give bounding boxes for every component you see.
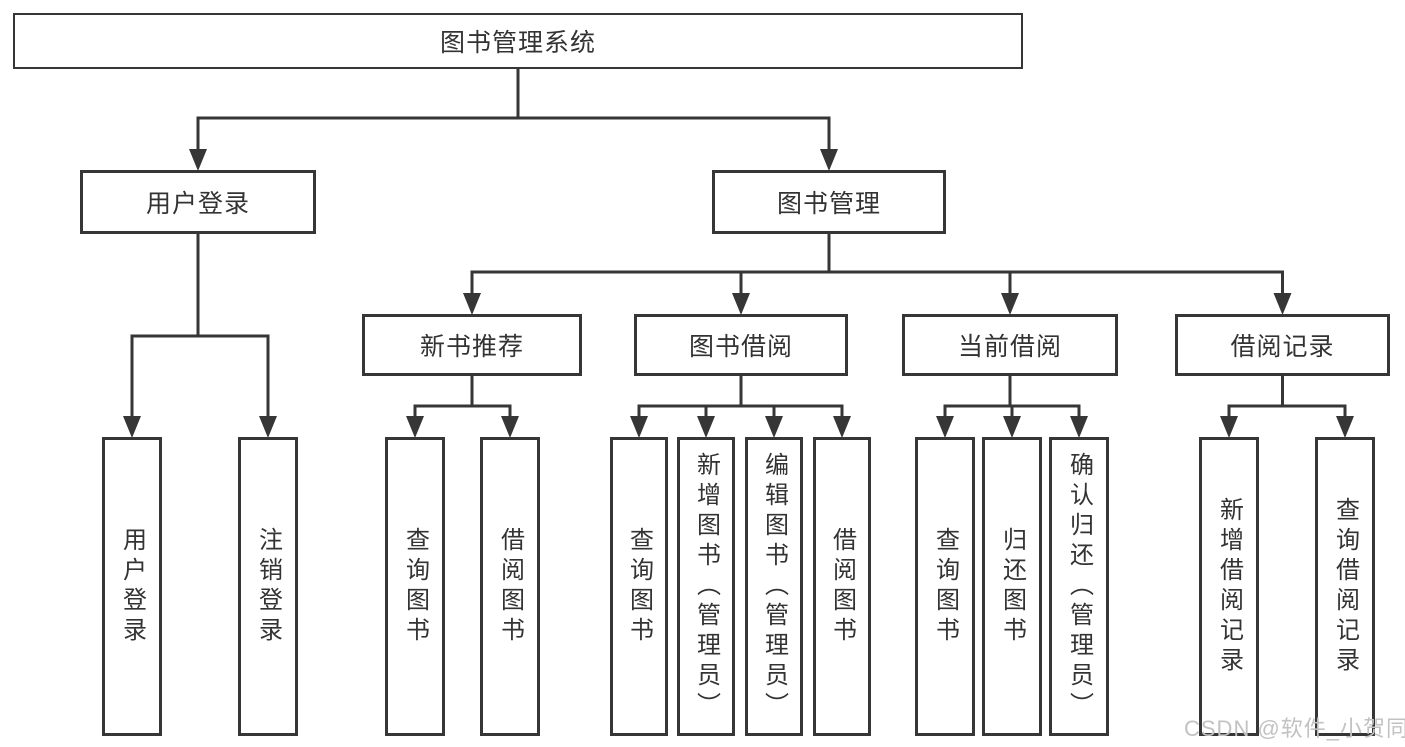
arrowhead-leaf-user-login <box>123 416 141 438</box>
node-leaf-edit-book: 编辑图书（管理员） <box>745 437 803 736</box>
arrowhead-leaf-confirm-return <box>1070 416 1088 438</box>
node-user-login: 用户登录 <box>80 170 316 234</box>
node-label-leaf-add-book: 新增图书（管理员） <box>692 451 720 722</box>
arrowhead-new-book-rec <box>463 293 481 315</box>
node-label-leaf-query-record: 查询借阅记录 <box>1331 496 1359 677</box>
node-label-current-borrow: 当前借阅 <box>957 333 1062 361</box>
node-label-leaf-confirm-return: 确认归还（管理员） <box>1065 451 1093 722</box>
node-label-user-login: 用户登录 <box>145 190 250 218</box>
arrowhead-leaf-add-book <box>697 416 715 438</box>
node-borrow-records: 借阅记录 <box>1175 314 1390 376</box>
node-leaf-add-record: 新增借阅记录 <box>1199 437 1259 736</box>
node-label-book-mgmt: 图书管理 <box>776 190 881 218</box>
node-current-borrow: 当前借阅 <box>902 314 1118 376</box>
node-label-root: 图书管理系统 <box>439 29 596 57</box>
arrowhead-leaf-query-book-3 <box>936 416 954 438</box>
node-book-borrow: 图书借阅 <box>634 314 848 376</box>
arrowhead-borrow-records <box>1273 293 1292 315</box>
node-label-borrow-records: 借阅记录 <box>1230 333 1335 361</box>
arrowhead-leaf-query-book-1 <box>406 416 424 438</box>
node-leaf-logout: 注销登录 <box>238 437 298 736</box>
node-label-leaf-borrow-book-2: 借阅图书 <box>828 526 856 647</box>
arrowhead-leaf-query-book-2 <box>630 416 648 438</box>
node-root: 图书管理系统 <box>13 13 1023 69</box>
node-book-mgmt: 图书管理 <box>712 170 946 234</box>
node-label-leaf-logout: 注销登录 <box>254 526 282 647</box>
arrowhead-leaf-add-record <box>1220 416 1238 438</box>
arrowhead-leaf-borrow-book-1 <box>501 416 519 438</box>
arrowhead-leaf-logout <box>259 416 277 438</box>
node-label-leaf-borrow-book-1: 借阅图书 <box>496 526 524 647</box>
node-label-leaf-query-book-1: 查询图书 <box>401 526 429 647</box>
node-label-leaf-return-book: 归还图书 <box>998 526 1026 647</box>
node-leaf-query-book-2: 查询图书 <box>610 437 668 736</box>
arrowhead-current-borrow <box>1001 293 1019 315</box>
arrowhead-book-borrow <box>732 293 750 315</box>
arrowhead-book-mgmt <box>820 149 838 171</box>
watermark: CSDN @软件_小贺同学 <box>1184 716 1405 741</box>
node-label-leaf-edit-book: 编辑图书（管理员） <box>760 451 788 722</box>
node-label-leaf-user-login: 用户登录 <box>118 526 146 647</box>
node-label-new-book-rec: 新书推荐 <box>419 333 524 361</box>
arrowhead-leaf-edit-book <box>765 416 783 438</box>
node-label-leaf-query-book-3: 查询图书 <box>931 526 959 647</box>
node-label-book-borrow: 图书借阅 <box>688 333 793 361</box>
node-new-book-rec: 新书推荐 <box>362 314 582 376</box>
node-leaf-user-login: 用户登录 <box>102 437 162 736</box>
node-leaf-borrow-book-1: 借阅图书 <box>480 437 540 736</box>
arrowhead-user-login <box>189 149 207 171</box>
node-leaf-query-book-1: 查询图书 <box>385 437 445 736</box>
node-leaf-add-book: 新增图书（管理员） <box>677 437 735 736</box>
node-label-leaf-add-record: 新增借阅记录 <box>1215 496 1243 677</box>
arrowhead-leaf-query-record <box>1336 416 1354 438</box>
node-leaf-borrow-book-2: 借阅图书 <box>813 437 871 736</box>
arrowhead-leaf-borrow-book-2 <box>833 416 851 438</box>
node-label-leaf-query-book-2: 查询图书 <box>625 526 653 647</box>
node-leaf-query-book-3: 查询图书 <box>915 437 975 736</box>
node-leaf-query-record: 查询借阅记录 <box>1315 437 1375 736</box>
arrowhead-leaf-return-book <box>1003 416 1021 438</box>
node-leaf-return-book: 归还图书 <box>982 437 1042 736</box>
node-leaf-confirm-return: 确认归还（管理员） <box>1049 437 1109 736</box>
